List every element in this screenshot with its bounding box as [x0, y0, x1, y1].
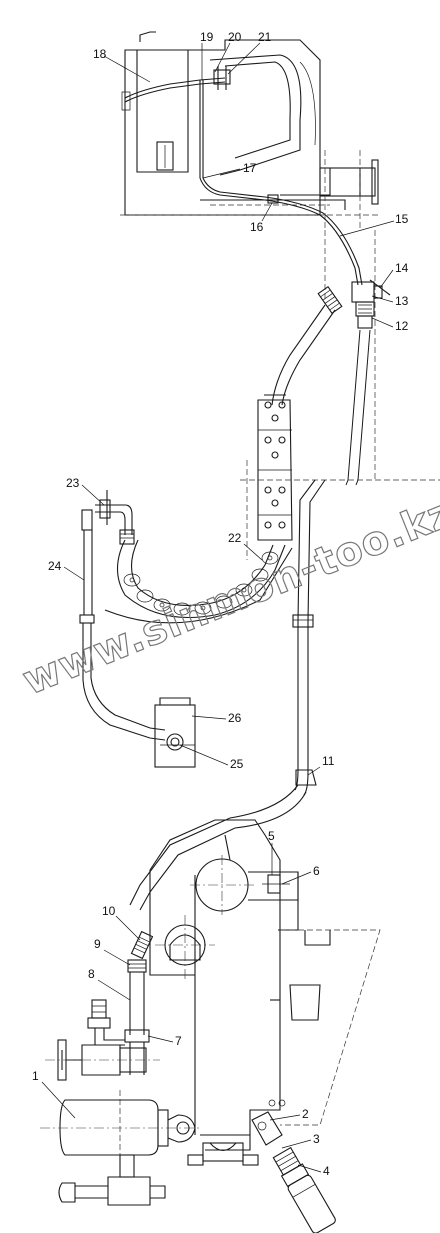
long-hose-right	[345, 329, 371, 486]
callout-11: 11	[322, 754, 335, 768]
u-hose-loop-22	[104, 539, 293, 624]
watermark: www.sinmon-too.kz	[16, 489, 440, 705]
watermark-text: www.sinmon-too.kz	[17, 489, 440, 704]
callouts: 18 19 20 21 17 16 15 14 13 12 23 22	[32, 30, 409, 1178]
valve-block-25-26	[154, 697, 196, 768]
valve-assembly-1	[40, 930, 200, 1206]
callout-15: 15	[395, 212, 409, 226]
callout-6: 6	[313, 864, 320, 878]
fitting-cluster-12-14	[351, 279, 391, 329]
callout-26: 26	[228, 711, 242, 725]
hose-to-bracket	[271, 285, 343, 406]
callout-5: 5	[268, 829, 275, 843]
callout-25: 25	[230, 757, 244, 771]
callout-24: 24	[48, 559, 62, 573]
callout-8: 8	[88, 967, 95, 981]
callout-1: 1	[32, 1069, 39, 1083]
callout-18: 18	[93, 47, 107, 61]
lower-housing	[149, 819, 381, 1166]
vertical-tube-11	[129, 479, 326, 911]
callout-19: 19	[200, 30, 214, 44]
callout-9: 9	[94, 937, 101, 951]
callout-12: 12	[395, 319, 409, 333]
callout-14: 14	[395, 261, 409, 275]
callout-16: 16	[250, 220, 264, 234]
callout-21: 21	[258, 30, 272, 44]
callout-3: 3	[313, 1132, 320, 1146]
callout-23: 23	[66, 476, 80, 490]
callout-4: 4	[323, 1164, 330, 1178]
callout-2: 2	[302, 1107, 309, 1121]
callout-17: 17	[243, 161, 257, 175]
fitting-23-hose-24	[79, 490, 166, 741]
bracket-plate-vertical	[240, 394, 440, 560]
upper-tank-assembly	[120, 31, 380, 480]
callout-13: 13	[395, 294, 409, 308]
callout-7: 7	[175, 1034, 182, 1048]
angled-fitting-2-4	[251, 1111, 336, 1233]
tank-hoses	[121, 66, 363, 286]
callout-10: 10	[102, 904, 116, 918]
callout-20: 20	[228, 30, 242, 44]
callout-22: 22	[228, 531, 242, 545]
